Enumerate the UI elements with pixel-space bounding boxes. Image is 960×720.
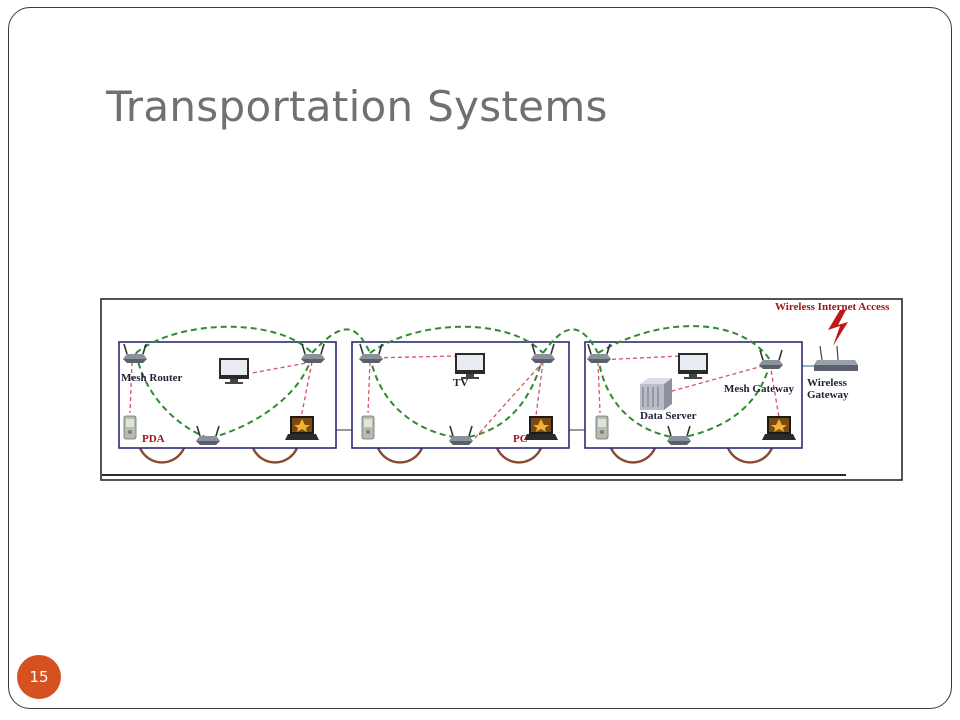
- mesh-links: [135, 325, 771, 439]
- wheels: [138, 447, 774, 464]
- wheel: [726, 447, 774, 464]
- pda-label: PDA: [142, 433, 165, 445]
- mesh-router-label: Mesh Router: [121, 372, 183, 384]
- slide-title: Transportation Systems: [106, 82, 608, 131]
- data-server-label: Data Server: [640, 410, 697, 422]
- mesh-gateway-label: Mesh Gateway: [724, 383, 794, 395]
- pc-label: PC: [513, 433, 528, 445]
- pda-icon: [123, 415, 137, 440]
- lightning-icon: [828, 310, 848, 346]
- pda-icon: [595, 415, 609, 440]
- wheel: [376, 447, 424, 464]
- data-server-icon: [639, 377, 673, 411]
- laptop-icon: [285, 416, 319, 440]
- wireless-gateway-label-line1: Wireless: [807, 377, 848, 389]
- wheel: [609, 447, 657, 464]
- wheel: [495, 447, 543, 464]
- wheel: [251, 447, 299, 464]
- laptop-icon: [524, 416, 558, 440]
- client-links: [129, 355, 781, 439]
- wireless-gateway-label-line2: Gateway: [807, 389, 849, 401]
- wireless-gateway-icon: [814, 345, 858, 371]
- slide-number-badge: 15: [17, 655, 61, 699]
- wireless-internet-access-label: Wireless Internet Access: [775, 301, 890, 313]
- wheel: [138, 447, 186, 464]
- tv-label: TV: [453, 377, 468, 389]
- pda-icon: [361, 415, 375, 440]
- laptop-icon: [762, 416, 796, 440]
- train-mesh-network-diagram: Wireless Internet Access Mesh Router TV …: [100, 298, 903, 481]
